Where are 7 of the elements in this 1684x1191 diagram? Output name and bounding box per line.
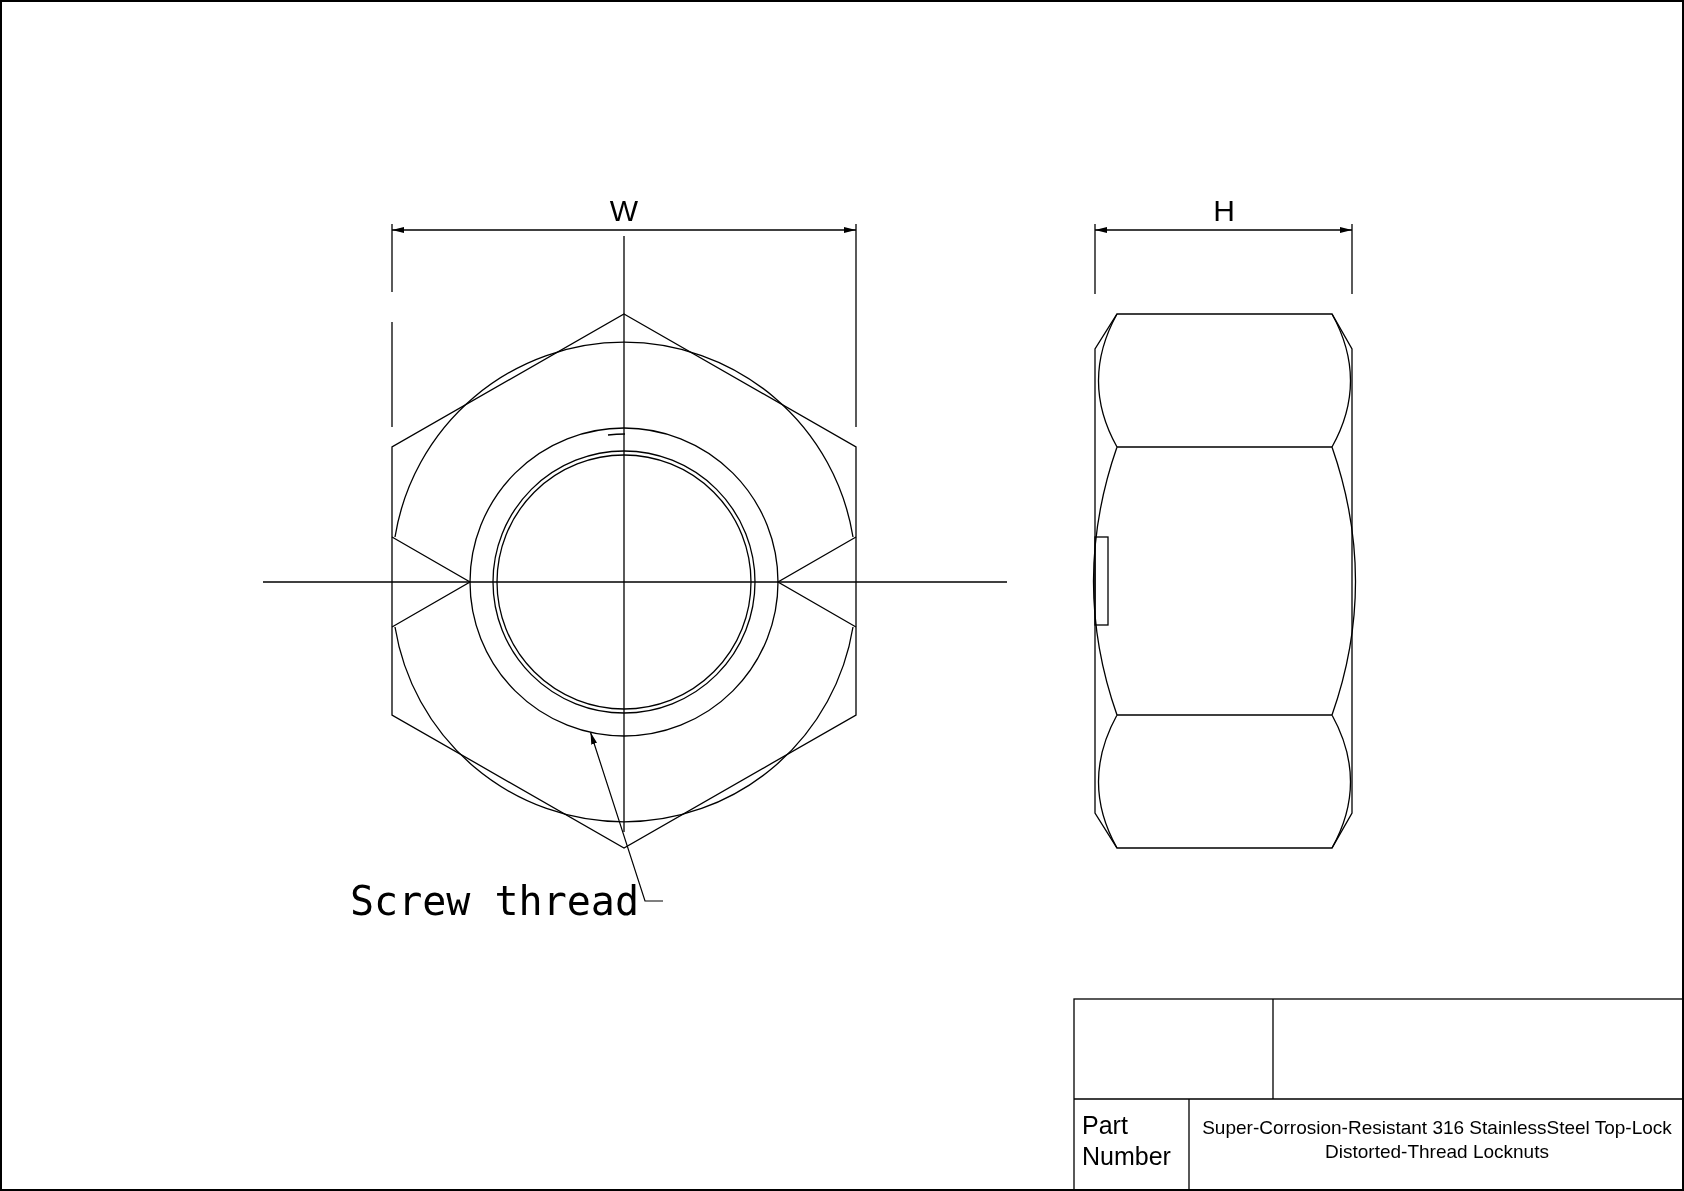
dimension-label: W — [608, 193, 640, 229]
dimension-label: H — [1212, 193, 1236, 229]
screw-thread-circle — [469, 427, 779, 737]
part-description: Super-Corrosion-Resistant 316 StainlessSteel Top-Lock Distorted-Thread Locknuts — [1201, 1116, 1673, 1164]
callout-text: Screw thread — [350, 878, 639, 924]
field-label: Part Number — [1082, 1110, 1172, 1173]
leader-line — [589, 731, 664, 902]
